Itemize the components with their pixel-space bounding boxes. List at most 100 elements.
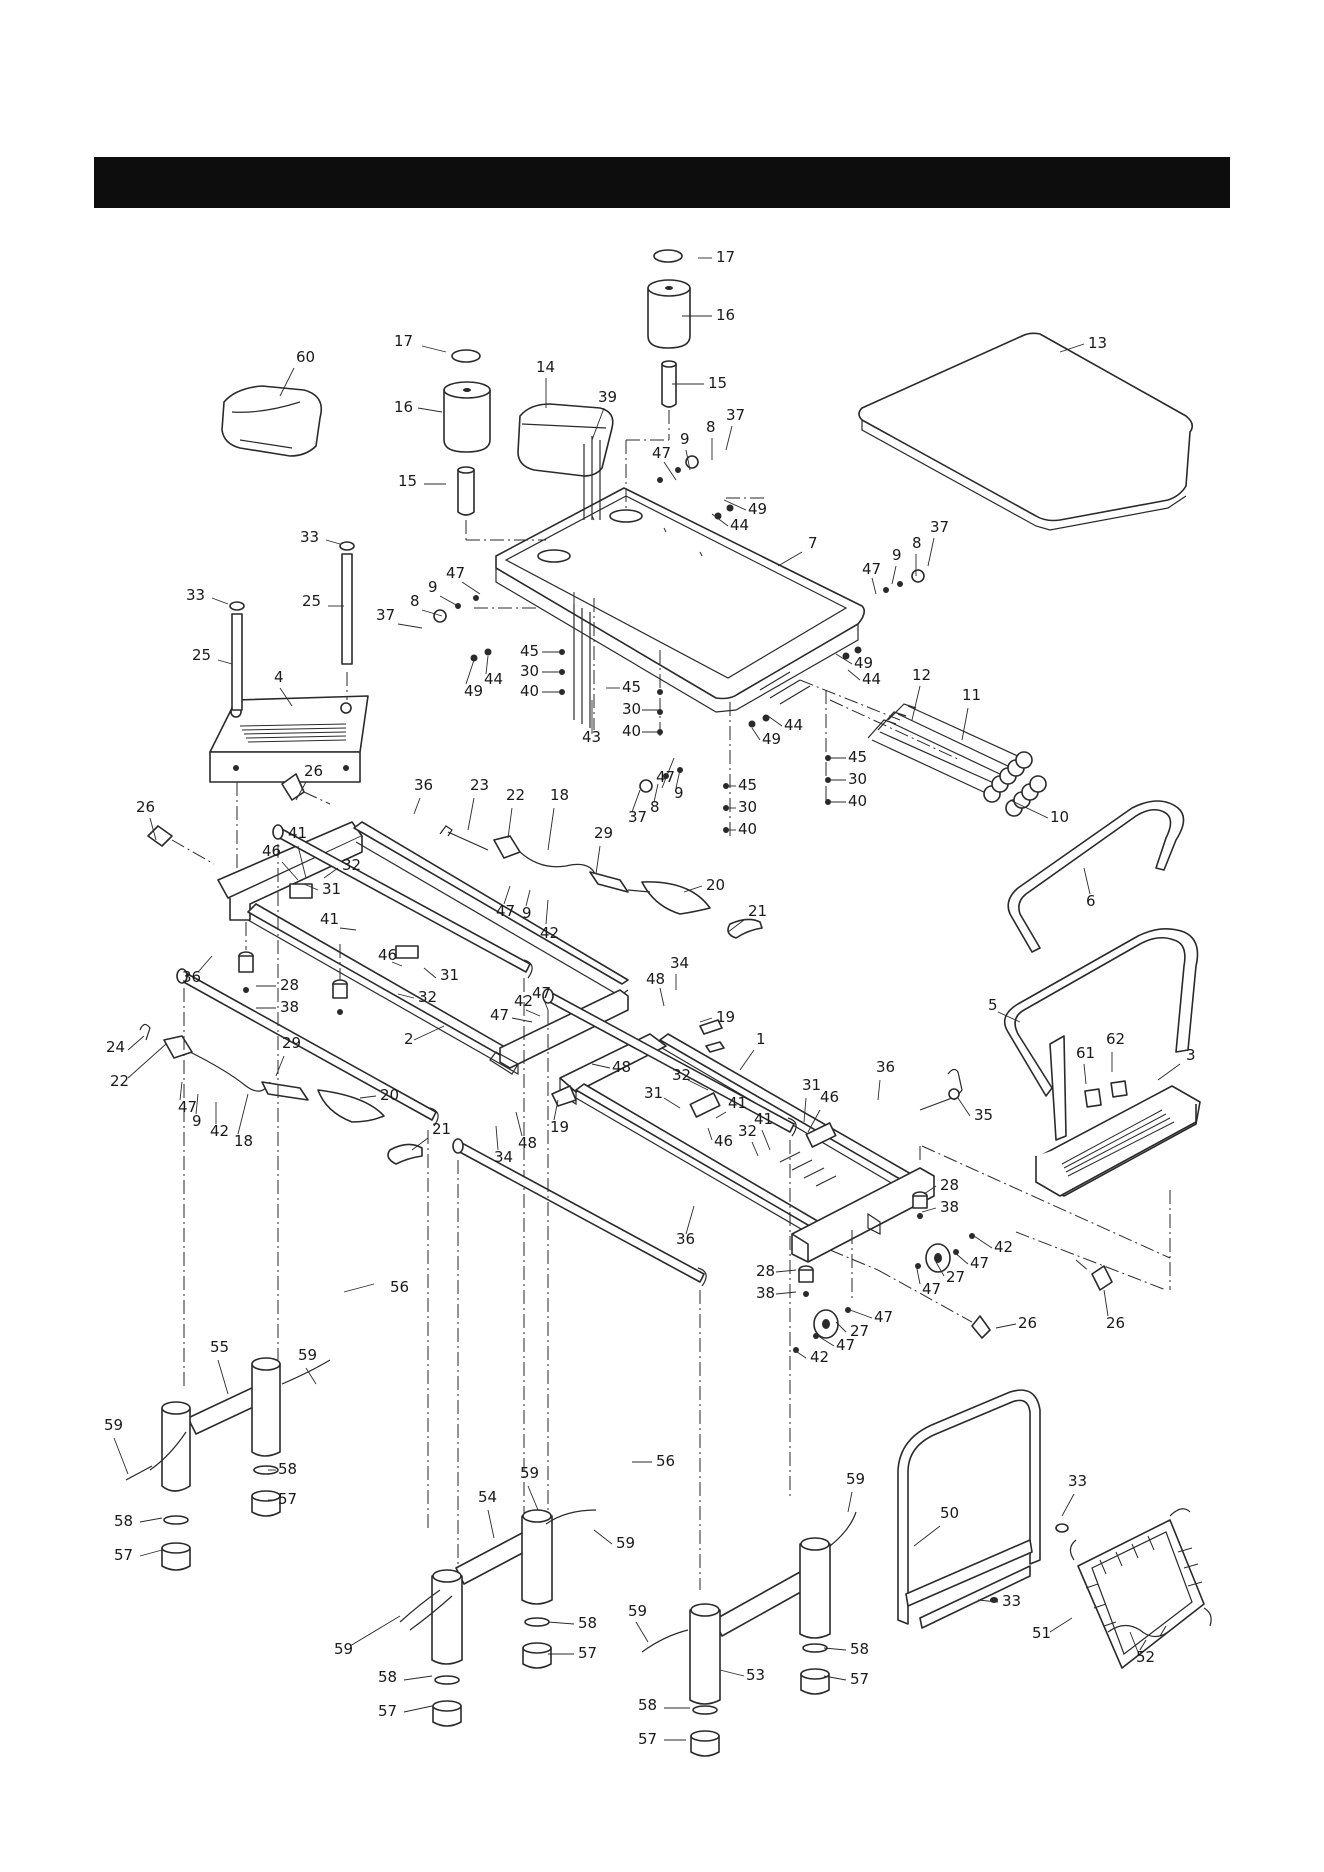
callout-label-26: 26 xyxy=(304,762,323,780)
callout-label-37: 37 xyxy=(930,518,949,536)
part-53-leg-assembly xyxy=(641,1511,857,1757)
callout-label-31: 31 xyxy=(440,966,459,984)
callout-leader-10 xyxy=(1009,799,1049,819)
callout-label-13: 13 xyxy=(1088,334,1107,352)
callout-label-30: 30 xyxy=(848,770,867,788)
callout-label-52: 52 xyxy=(1136,1648,1155,1666)
callout-label-32: 32 xyxy=(418,988,437,1006)
callout-leader-21 xyxy=(411,1137,429,1151)
callout-leader-49 xyxy=(723,499,747,511)
callout-label-40: 40 xyxy=(848,792,867,810)
callout-leader-47 xyxy=(849,1309,873,1319)
callout-leader-46 xyxy=(807,1109,821,1133)
part-28-bushings-right xyxy=(798,1191,928,1297)
callout-leader-59 xyxy=(305,1367,317,1385)
callout-leader-37 xyxy=(631,789,641,813)
callout-leader-8 xyxy=(421,609,443,617)
callout-leader-61 xyxy=(1083,1063,1087,1085)
callout-label-37: 37 xyxy=(726,406,745,424)
callout-leader-59 xyxy=(527,1485,539,1511)
callout-leader-60 xyxy=(279,367,295,397)
callout-label-30: 30 xyxy=(622,700,641,718)
part-50-frame xyxy=(897,1389,1069,1629)
callout-label-42: 42 xyxy=(540,924,559,942)
callout-leader-1 xyxy=(739,1049,755,1071)
callout-label-8: 8 xyxy=(410,592,420,610)
callout-leader-11 xyxy=(961,707,969,741)
callout-label-48: 48 xyxy=(646,970,665,988)
callout-label-25: 25 xyxy=(302,592,321,610)
callout-label-59: 59 xyxy=(298,1346,317,1364)
part-35-pin xyxy=(919,1068,963,1111)
callout-label-6: 6 xyxy=(1086,892,1096,910)
part-16-roller-left xyxy=(443,349,491,516)
callout-leader-42 xyxy=(973,1235,993,1249)
part-strap-lower xyxy=(139,1023,423,1165)
callout-label-40: 40 xyxy=(520,682,539,700)
callout-label-46: 46 xyxy=(262,842,281,860)
callout-label-45: 45 xyxy=(848,748,867,766)
callout-leader-37 xyxy=(725,425,733,451)
callout-label-33: 33 xyxy=(1068,1472,1087,1490)
callout-leader-47 xyxy=(915,1263,921,1285)
callout-label-62: 62 xyxy=(1106,1030,1125,1048)
callout-leader-47 xyxy=(503,885,511,905)
callout-leader-58 xyxy=(403,1675,433,1681)
part-54-leg-assembly xyxy=(399,1509,597,1727)
callout-label-48: 48 xyxy=(518,1134,537,1152)
callout-leader-5 xyxy=(997,1011,1021,1023)
callout-label-29: 29 xyxy=(594,824,613,842)
part-26-wheel-right xyxy=(877,1259,1113,1339)
callout-label-22: 22 xyxy=(506,786,525,804)
callout-label-47: 47 xyxy=(862,560,881,578)
callout-label-35: 35 xyxy=(974,1106,993,1124)
callout-leader-32 xyxy=(751,1141,759,1157)
callout-leader-55 xyxy=(217,1359,229,1395)
callout-label-59: 59 xyxy=(616,1534,635,1552)
callout-leader-20 xyxy=(359,1095,377,1099)
callout-label-15: 15 xyxy=(708,374,727,392)
callout-label-22: 22 xyxy=(110,1072,129,1090)
callout-label-48: 48 xyxy=(612,1058,631,1076)
callout-label-5: 5 xyxy=(988,996,998,1014)
callout-label-33: 33 xyxy=(1002,1592,1021,1610)
callout-leader-56 xyxy=(343,1283,375,1293)
callout-leader-4 xyxy=(279,687,293,707)
callout-leader-6 xyxy=(1083,867,1091,895)
callout-label-15: 15 xyxy=(398,472,417,490)
callout-label-50: 50 xyxy=(940,1504,959,1522)
callout-leader-41 xyxy=(339,927,357,931)
callout-label-41: 41 xyxy=(754,1110,773,1128)
callout-leader-9 xyxy=(439,595,459,607)
callout-label-39: 39 xyxy=(598,388,617,406)
callout-label-8: 8 xyxy=(706,418,716,436)
callout-label-28: 28 xyxy=(280,976,299,994)
callout-leader-24 xyxy=(127,1035,145,1051)
callout-leader-39 xyxy=(591,407,605,441)
callout-label-47: 47 xyxy=(970,1254,989,1272)
callout-leader-16 xyxy=(417,407,443,413)
callout-label-40: 40 xyxy=(622,722,641,740)
callout-label-44: 44 xyxy=(862,670,881,688)
callout-label-58: 58 xyxy=(638,1696,657,1714)
callout-leader-52 xyxy=(1129,1631,1139,1653)
callout-label-47: 47 xyxy=(836,1336,855,1354)
callout-leader-38 xyxy=(775,1291,797,1295)
callout-leader-9 xyxy=(675,769,681,789)
callout-label-45: 45 xyxy=(520,642,539,660)
callout-leader-57 xyxy=(823,1675,847,1681)
callout-label-44: 44 xyxy=(784,716,803,734)
callout-leader-26 xyxy=(995,1323,1017,1329)
callout-leader-38 xyxy=(921,1207,937,1213)
callout-leader-31 xyxy=(803,1097,807,1123)
callout-label-47: 47 xyxy=(532,984,551,1002)
callout-label-43: 43 xyxy=(582,728,601,746)
callout-leader-44 xyxy=(485,655,489,675)
callout-label-58: 58 xyxy=(114,1512,133,1530)
callout-leader-36 xyxy=(685,1205,695,1235)
callout-leader-48 xyxy=(591,1063,611,1069)
callout-label-45: 45 xyxy=(738,776,757,794)
part-60-pad xyxy=(221,385,323,457)
callout-label-18: 18 xyxy=(234,1132,253,1150)
